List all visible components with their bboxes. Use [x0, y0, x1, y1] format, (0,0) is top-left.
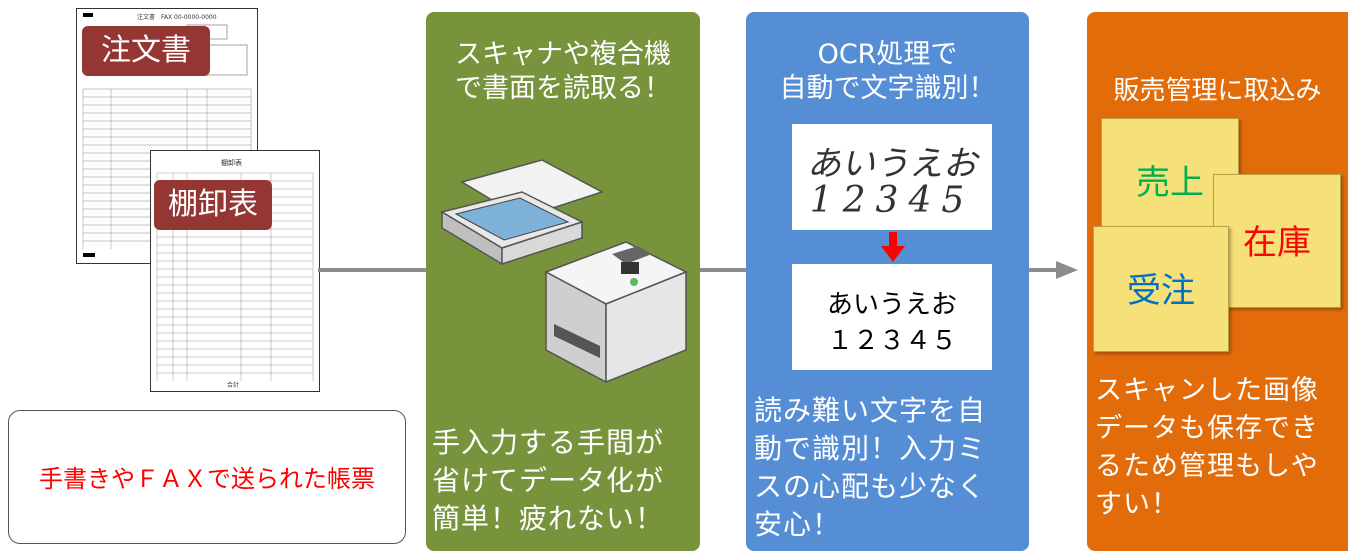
- handwritten-kana: あいうえお: [807, 144, 977, 184]
- sticky-note-orders-label: 受注: [1127, 271, 1195, 311]
- svg-text:棚卸表: 棚卸表: [221, 158, 242, 167]
- inventory-label: 棚卸表: [154, 180, 272, 230]
- scan-step-panel: スキャナや複合機 で書面を読取る！ 手入力する手間が 省けてデータ化が 簡単！疲…: [426, 12, 700, 551]
- ocr-step-body-line-2: 動で識別！入力ミ: [754, 432, 987, 465]
- sticky-note-sales-label: 売上: [1136, 163, 1204, 203]
- import-step-body-line-4: すい！: [1095, 489, 1179, 520]
- import-step-body-line-2: データも保存でき: [1095, 413, 1319, 444]
- recognized-digits: １２３４５: [826, 326, 957, 356]
- ocr-step-body: 読み難い文字を自 動で識別！入力ミ スの心配も少なく 安心！: [754, 392, 986, 544]
- flow-connector-1: [318, 268, 426, 272]
- import-step-body: スキャンした画像 データも保存でき るため管理もしや すい！: [1095, 372, 1319, 524]
- sticky-note-inventory: 在庫: [1213, 174, 1341, 308]
- scan-step-title-line-1: スキャナや複合機: [455, 39, 671, 70]
- order-form-label: 注文書: [82, 26, 210, 76]
- svg-text:合計: 合計: [227, 381, 239, 389]
- sticky-note-inventory-label: 在庫: [1243, 223, 1311, 263]
- flow-connector-2: [700, 268, 746, 272]
- callout-text: 手書きやＦＡＸで送られた帳票: [39, 465, 375, 493]
- import-step-body-line-1: スキャンした画像: [1095, 375, 1319, 406]
- import-step-panel: 販売管理に取込み 売上 在庫 受注 スキャンした画像 データも保存でき るため管…: [1087, 12, 1348, 551]
- sticky-note-orders: 受注: [1093, 226, 1229, 352]
- source-documents-callout: 手書きやＦＡＸで送られた帳票: [8, 410, 406, 544]
- scan-step-body-line-2: 省けてデータ化が: [432, 464, 665, 497]
- scan-step-body: 手入力する手間が 省けてデータ化が 簡単！疲れない！: [432, 424, 664, 538]
- recognized-output-box: あいうえお １２３４５: [792, 264, 992, 370]
- ocr-step-body-line-4: 安心！: [754, 508, 842, 541]
- multifunction-printer-icon: [544, 241, 688, 384]
- handwritten-digits: 12345: [809, 180, 975, 221]
- ocr-step-title-line-2: 自動で文字識別！: [779, 73, 996, 104]
- scan-step-title-line-2: で書面を読取る！: [455, 73, 671, 104]
- scanner-icon: [440, 159, 604, 266]
- down-arrow-icon: [881, 232, 905, 262]
- scan-step-body-line-3: 簡単！疲れない！: [432, 502, 665, 535]
- ocr-step-panel: OCR処理で 自動で文字識別！ あいうえお 12345 あいうえお １２３４５ …: [746, 12, 1029, 551]
- scan-step-body-line-1: 手入力する手間が: [432, 426, 665, 459]
- import-step-body-line-3: るため管理もしや: [1095, 451, 1319, 482]
- svg-text:注文書 FAX 00-0000-0000: 注文書 FAX 00-0000-0000: [137, 13, 217, 21]
- handwritten-input-box: あいうえお 12345: [792, 124, 992, 230]
- ocr-step-body-line-1: 読み難い文字を自: [754, 394, 987, 427]
- flow-arrow-icon: [1056, 261, 1078, 279]
- flow-connector-3: [1029, 268, 1061, 272]
- ocr-step-body-line-3: スの心配も少なく: [754, 470, 987, 503]
- ocr-step-title-line-1: OCR処理で: [817, 39, 958, 70]
- import-step-title: 販売管理に取込み: [1113, 76, 1322, 106]
- recognized-kana: あいうえお: [826, 290, 957, 320]
